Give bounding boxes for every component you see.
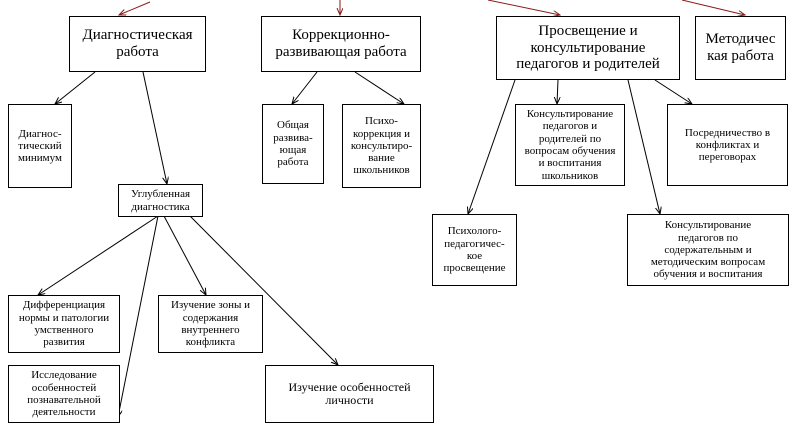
edge-uglub-zona [163,215,206,295]
correction-work-box: Коррекционно- развивающая работа [261,16,421,72]
mediation-box: Посредничество в конфликтах и переговора… [667,104,788,186]
deep-diagnostics-box: Углубленная диагностика [118,184,203,217]
edge-uglub-lichn [189,215,338,365]
edge-uglub-diff [38,215,159,295]
edge-prosv-konspedsod [627,79,660,214]
general-development-box: Общая развива- ющая работа [262,104,324,184]
edge-diag-diagmin [55,71,96,104]
edge-prosv-konsped [557,79,558,104]
edge-uglub-issled [118,215,159,417]
personality-study-box: Изучение особенностей личности [265,365,434,423]
methodical-work-box: Методичес кая работа [695,16,786,80]
education-consulting-box: Просвещение и консультирование педагогов… [496,16,680,80]
psychocorrection-box: Психо- коррекция и консультиро- вание шк… [342,104,421,188]
edge-korr-psihokorr [354,71,404,104]
consulting-teachers-parents-box: Консультирование педагогов и родителей п… [515,104,625,186]
edge-korr-obsch [292,71,318,104]
top-arrow-metod [681,0,745,15]
psych-pedagogical-education-box: Психолого- педагогичес- кое просвещение [432,214,517,286]
differentiation-box: Дифференциация нормы и патологии умствен… [8,295,120,353]
top-arrow-diag [119,1,151,15]
consulting-teachers-content-box: Консультирование педагогов по содержател… [627,214,789,286]
cognitive-research-box: Исследование особенностей познавательной… [8,365,120,423]
inner-conflict-box: Изучение зоны и содержания внутреннего к… [158,295,263,353]
diagnostic-minimum-box: Диагнос- тический минимум [8,104,72,188]
edge-prosv-posred [654,79,692,104]
edge-diag-uglub [142,71,167,184]
top-arrow-prosv [487,0,560,15]
diagnostic-work-box: Диагностическая работа [69,16,206,72]
edge-prosv-psihoped [468,79,516,214]
